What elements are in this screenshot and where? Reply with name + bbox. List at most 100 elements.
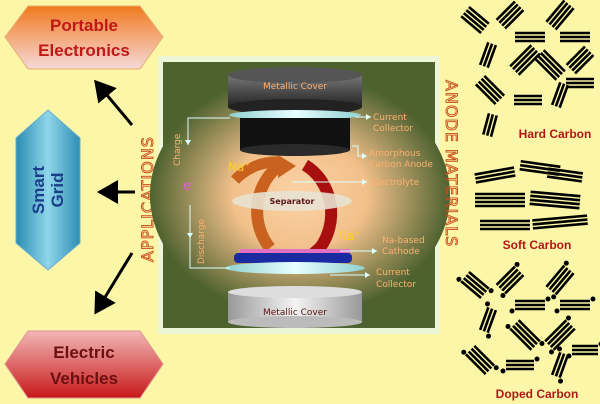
graphene-layer — [545, 264, 566, 288]
svg-text:Vehicles: Vehicles — [50, 369, 118, 388]
graphene-layer — [544, 319, 568, 343]
top-metallic-cover: Metallic Cover — [228, 67, 362, 115]
graphene-layer — [473, 344, 496, 367]
doped-carbon-stack — [456, 271, 494, 299]
dopant-atom — [509, 308, 515, 314]
dopant-atom — [539, 340, 545, 346]
hard-carbon-stack — [474, 74, 506, 106]
graphene-layer — [495, 0, 516, 21]
graphene-layer — [548, 267, 569, 291]
graphene-layer — [532, 218, 588, 226]
svg-text:Electronics: Electronics — [38, 41, 130, 60]
dopant-atom — [563, 260, 569, 266]
graphene-layer — [495, 265, 516, 286]
graphene-layer — [467, 350, 490, 373]
graphene-layer — [565, 45, 586, 66]
applications-heading: APPLICATIONS — [138, 136, 157, 262]
anode-materials-heading: ANODE MATERIALS — [442, 80, 461, 247]
na-ion-top: Na+ — [228, 160, 250, 174]
graphene-layer — [517, 52, 541, 76]
graphene-layer — [558, 84, 570, 109]
graphene-layer — [529, 202, 580, 210]
svg-text:Portable: Portable — [50, 16, 118, 35]
dopant-atom — [493, 365, 499, 371]
dopant-atom — [545, 296, 551, 302]
graphene-layer — [529, 198, 580, 206]
graphene-layer — [475, 170, 515, 180]
graphene-layer — [558, 354, 570, 379]
graphene-layer — [550, 81, 562, 106]
arrow-to-portable — [94, 79, 134, 126]
graphene-layer — [477, 80, 500, 103]
dopant-atom — [486, 333, 492, 339]
graphene-layer — [478, 306, 490, 331]
graphene-layer — [465, 274, 488, 293]
graphene-layer — [532, 214, 588, 222]
dopant-atom — [556, 346, 562, 352]
graphene-layer — [550, 351, 562, 376]
graphene-layer — [460, 15, 482, 34]
graphene-layer — [483, 74, 506, 97]
soft-carbon-stack — [480, 219, 530, 231]
carbon-structures — [456, 0, 600, 384]
discharge-label: Discharge — [197, 218, 207, 264]
hard-carbon-stack — [460, 6, 490, 34]
svg-text:Smart: Smart — [29, 166, 48, 215]
svg-text:Current: Current — [373, 113, 407, 123]
graphene-layer — [548, 2, 569, 26]
graphene-layer — [482, 43, 494, 67]
separator: Separator — [232, 191, 352, 211]
graphene-layer — [537, 54, 561, 78]
bottom-metallic-cover: Metallic Cover — [228, 286, 362, 328]
soft-carbon-stack — [529, 190, 581, 210]
graphene-layer — [554, 272, 575, 296]
hard-carbon-stack — [545, 0, 575, 31]
soft-carbon-stack — [532, 214, 588, 230]
svg-text:Carbon Anode: Carbon Anode — [369, 160, 433, 170]
application-smart-grid: Smart Grid — [15, 109, 81, 271]
carbon-anode — [240, 118, 350, 156]
graphene-layer — [486, 309, 498, 334]
graphene-layer — [554, 353, 566, 377]
graphene-layer — [551, 269, 572, 293]
cathode-layer — [234, 253, 352, 263]
hard-carbon-stack — [534, 49, 566, 81]
graphene-layer — [486, 44, 498, 69]
graphene-layer — [489, 115, 498, 137]
graphene-layer — [545, 0, 566, 23]
hard-carbon-stack — [515, 31, 545, 43]
graphene-layer — [501, 271, 522, 292]
graphene-layer — [468, 6, 490, 25]
electron-label: e- — [183, 179, 194, 194]
graphene-layer — [512, 47, 536, 71]
dopant-atom — [500, 293, 506, 299]
doped-carbon-stack — [500, 356, 540, 374]
doped-carbon-stack — [495, 261, 525, 299]
hard-carbon-stack — [478, 41, 498, 69]
dopant-atom — [554, 308, 560, 314]
graphene-layer — [509, 327, 533, 351]
svg-text:Current: Current — [376, 268, 410, 278]
graphene-layer — [485, 114, 495, 136]
hard-carbon-stack — [509, 44, 541, 76]
graphene-layer — [514, 49, 538, 73]
doped-carbon-stack — [554, 296, 596, 314]
doped-carbon-stack — [505, 319, 545, 351]
hard-carbon-stack — [482, 113, 498, 137]
graphene-layer — [571, 51, 592, 72]
svg-text:Cathode: Cathode — [382, 247, 420, 257]
graphene-layer — [474, 83, 497, 106]
doped-carbon-label: Doped Carbon — [496, 387, 579, 401]
arrow-to-vehicles — [94, 252, 134, 315]
svg-text:Na-based: Na-based — [382, 236, 425, 246]
graphene-layer — [504, 274, 525, 295]
graphene-layer — [539, 52, 563, 76]
application-portable-electronics: Portable Electronics — [4, 5, 164, 70]
graphene-layer — [514, 322, 538, 346]
dopant-atom — [488, 288, 494, 294]
hard-carbon-stack — [514, 94, 542, 106]
charge-label: Charge — [173, 133, 183, 166]
graphene-layer — [574, 54, 595, 75]
graphene-layer — [509, 44, 533, 68]
